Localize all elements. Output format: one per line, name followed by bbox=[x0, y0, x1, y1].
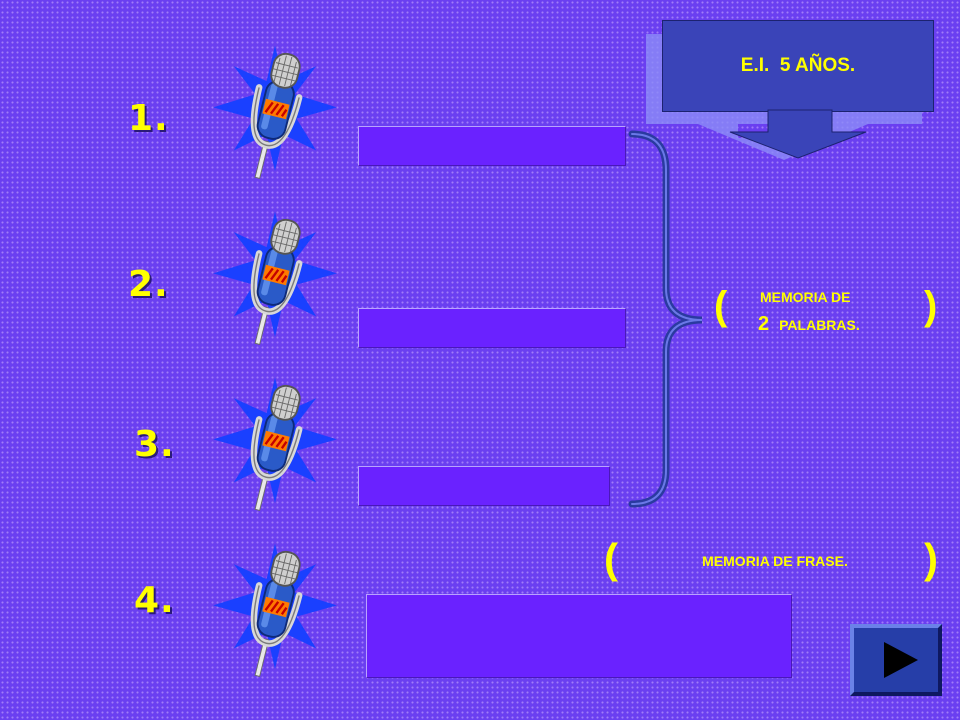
memory-phrase-label: MEMORIA DE FRASE. bbox=[702, 553, 848, 569]
item-number-3: 3. bbox=[134, 424, 175, 465]
bracket-left: ( bbox=[714, 284, 728, 328]
next-button[interactable] bbox=[850, 624, 942, 696]
item-number-1: 1. bbox=[128, 98, 169, 139]
bracket-left: ( bbox=[604, 535, 618, 582]
answer-box-2 bbox=[358, 308, 626, 348]
microphone-icon[interactable] bbox=[200, 204, 350, 354]
answer-box-4 bbox=[366, 594, 792, 678]
play-triangle-icon bbox=[884, 642, 918, 678]
answer-box-1 bbox=[358, 126, 626, 166]
group-brace-icon bbox=[628, 130, 703, 508]
microphone-icon[interactable] bbox=[200, 38, 350, 188]
memory-two-label: MEMORIA DE bbox=[760, 289, 851, 305]
item-number-2: 2. bbox=[128, 264, 169, 305]
title-box: E.I. 5 AÑOS. bbox=[662, 20, 934, 112]
down-arrow-icon bbox=[729, 109, 867, 159]
bracket-right: ) bbox=[924, 535, 938, 582]
memory-two-count: 2 bbox=[758, 313, 770, 335]
bracket-right: ) bbox=[924, 284, 938, 328]
memory-two-word: PALABRAS. bbox=[779, 317, 860, 333]
microphone-icon[interactable] bbox=[200, 536, 350, 686]
memory-two-count-line: 2 PALABRAS. bbox=[758, 313, 860, 336]
microphone-icon[interactable] bbox=[200, 370, 350, 520]
item-number-4: 4. bbox=[134, 580, 175, 621]
answer-box-3 bbox=[358, 466, 610, 506]
